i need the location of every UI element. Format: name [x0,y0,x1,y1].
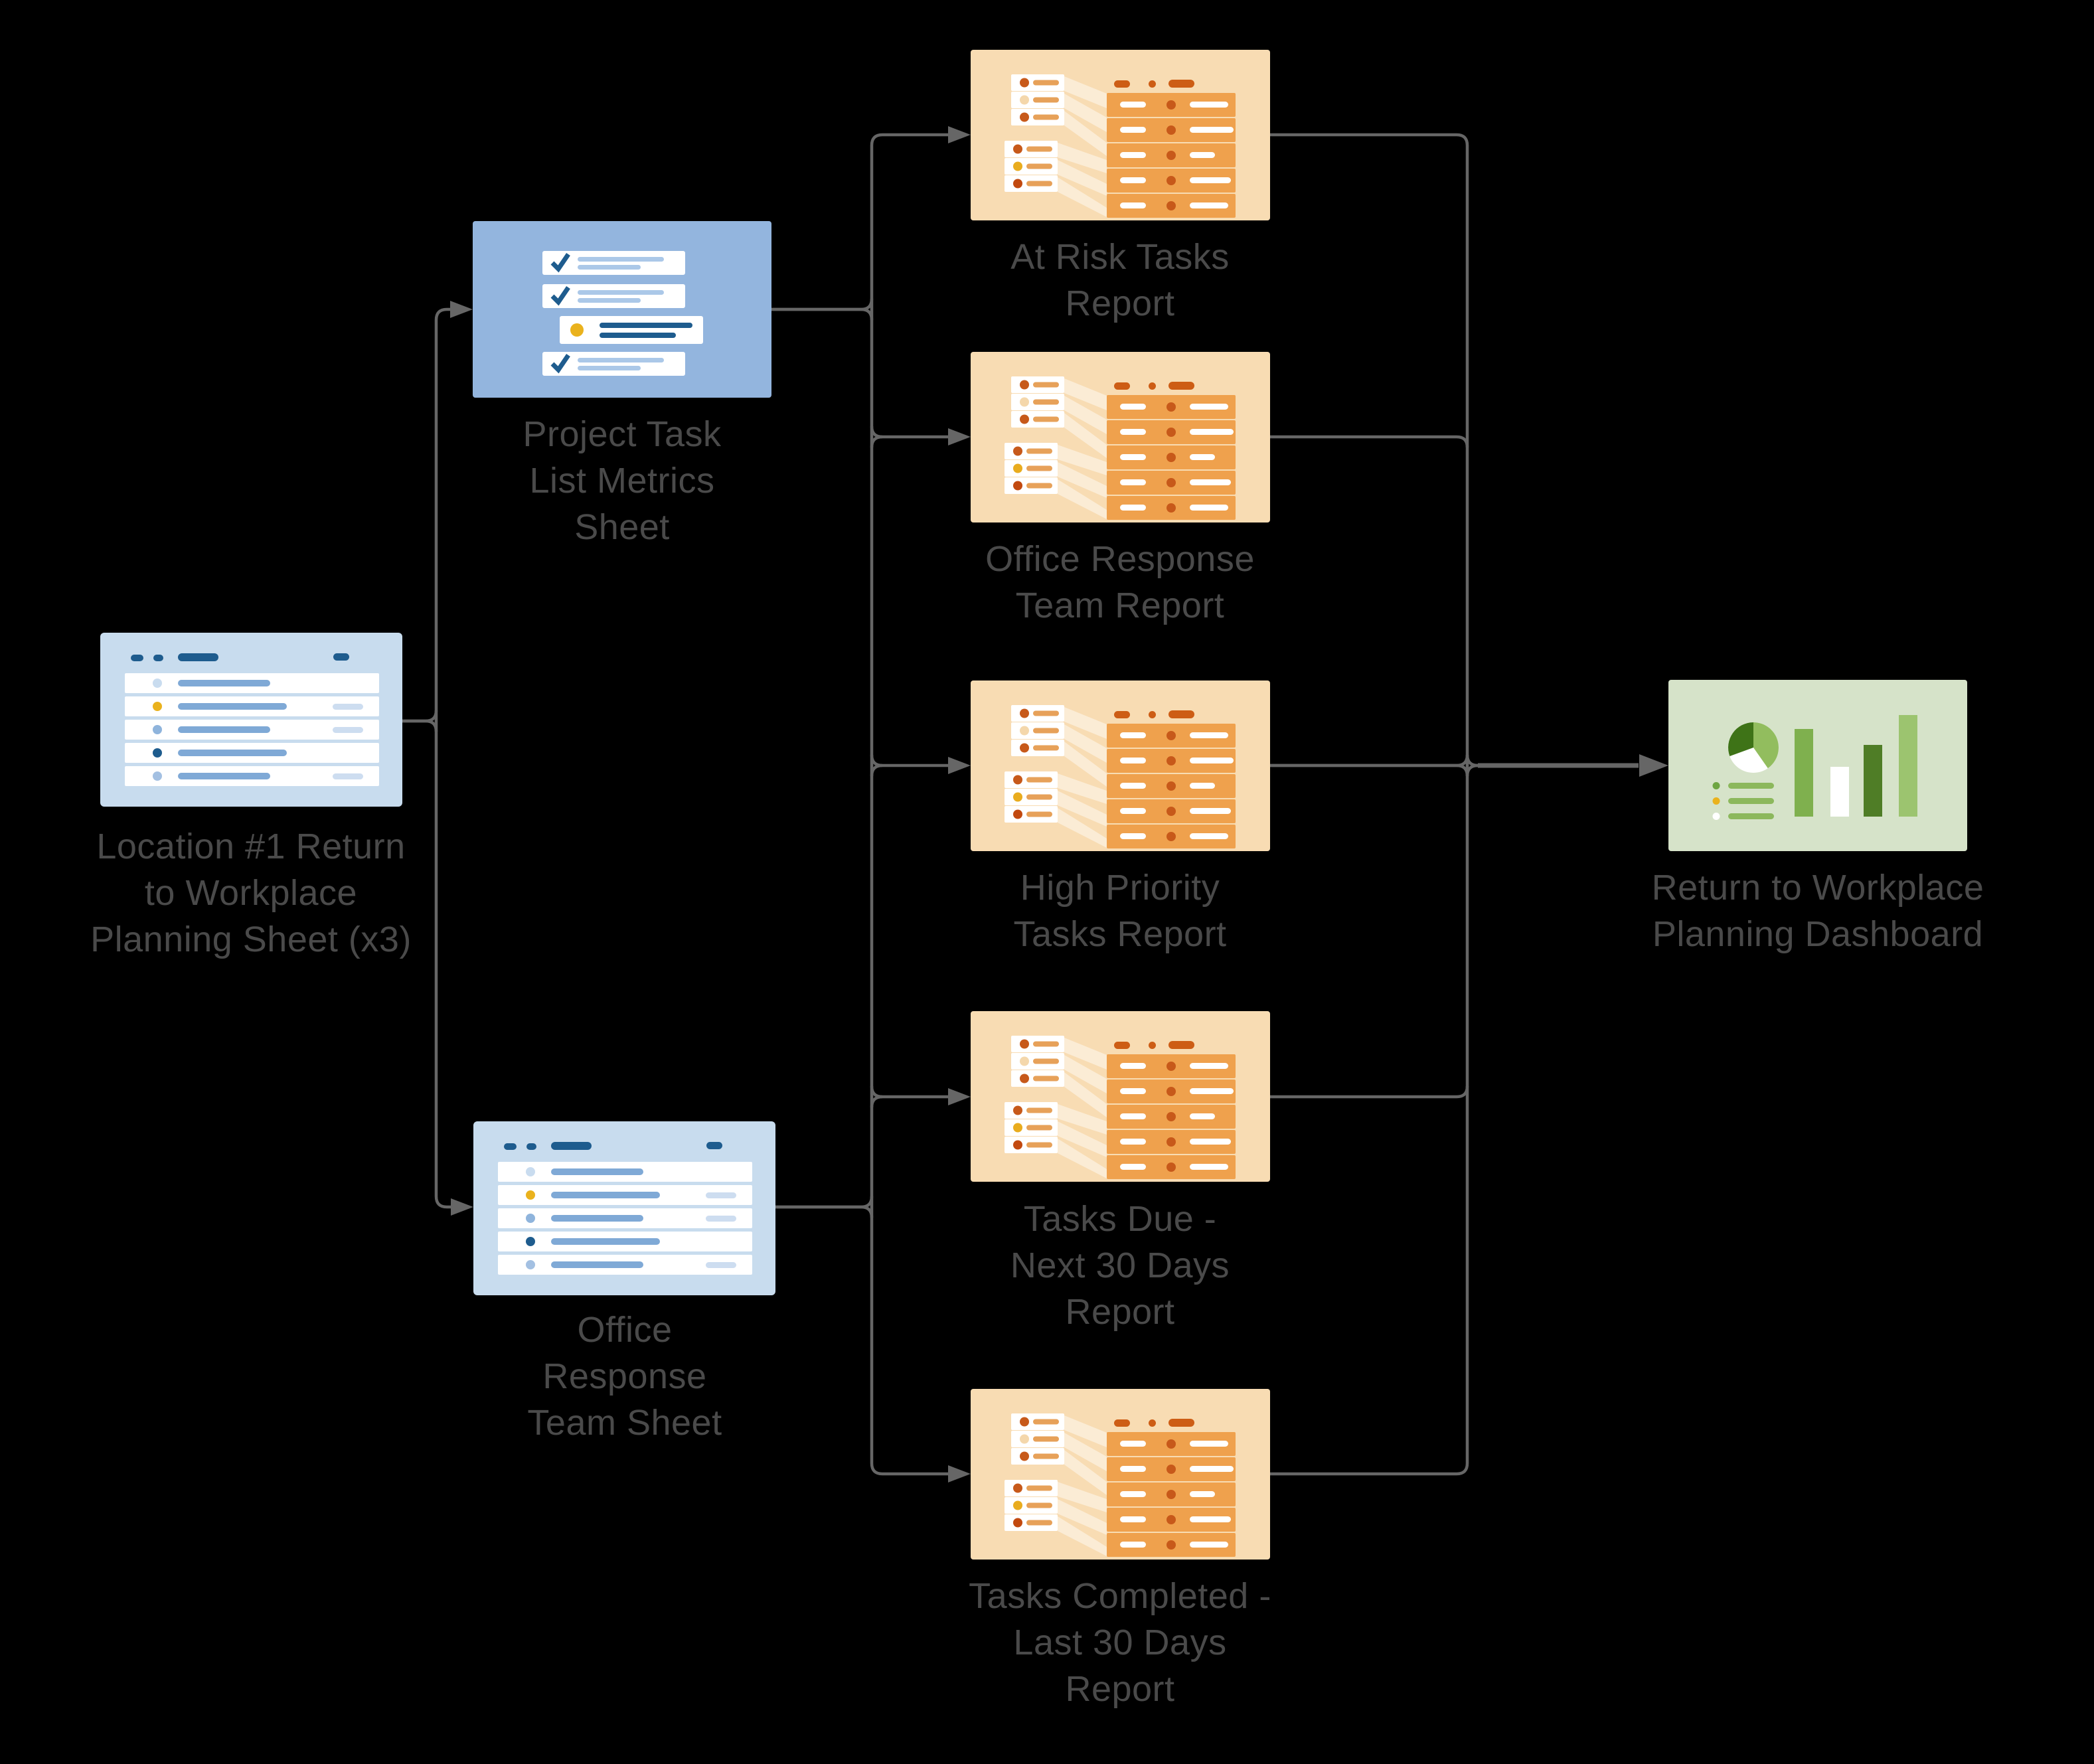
label-line: Sheet [574,507,670,547]
checklist-row [542,352,685,376]
label-tasks-completed-report: Tasks Completed - Last 30 Days Report [868,1573,1372,1712]
node-location-sheet-icon [100,633,402,807]
label-high-priority-report: High Priority Tasks Report [868,864,1372,957]
node-tasks-due-report-icon [971,1011,1270,1182]
label-line: Last 30 Days [1013,1623,1227,1662]
arrowhead [948,428,971,445]
connector-lines [402,133,1639,1476]
label-line: Next 30 Days [1010,1245,1230,1285]
label-location-sheet: Location #1 Return to Workplace Planning… [0,823,503,963]
label-line: Planning Sheet (x3) [90,920,412,959]
label-line: to Workplace [144,873,358,913]
bar-chart-icon [1795,715,1917,817]
arrowhead [948,1088,971,1105]
node-high-priority-report-icon [971,681,1270,851]
label-line: Team Report [1015,586,1225,625]
node-office-team-sheet-icon [473,1121,775,1295]
node-dashboard-icon [1668,680,1967,851]
arrowhead [1639,754,1668,777]
label-line: Office [577,1310,673,1350]
label-line: Tasks Completed - [969,1576,1271,1616]
checklist-row [542,284,685,308]
node-office-team-report-icon [971,352,1270,522]
label-project-task-sheet: Project Task List Metrics Sheet [370,411,874,550]
label-line: High Priority [1020,868,1220,908]
arrowhead [948,126,971,143]
label-office-team-sheet: Office Response Team Sheet [372,1307,877,1446]
arrowhead [450,301,473,318]
dashboard-background [1668,680,1967,851]
checklist-row [542,251,685,275]
label-line: List Metrics [529,461,715,501]
pie-chart-icon [1728,722,1779,773]
node-tasks-completed-report-icon [971,1389,1270,1560]
arrowhead [948,1465,971,1483]
label-line: Report [1065,1669,1175,1709]
node-at-risk-report-icon [971,50,1270,220]
label-line: At Risk Tasks [1010,237,1230,277]
label-line: Tasks Due - [1023,1199,1217,1239]
label-at-risk-report: At Risk Tasks Report [868,234,1372,327]
label-dashboard: Return to Workplace Planning Dashboard [1566,864,2070,957]
arrowheads [450,126,1668,1483]
label-line: Tasks Report [1013,914,1227,954]
label-line: Response [542,1356,707,1396]
label-line: Project Task [523,414,722,454]
arrowhead [948,757,971,774]
checklist-row-active [560,316,703,344]
label-line: Report [1065,1292,1175,1332]
label-line: Planning Dashboard [1652,914,1984,954]
label-line: Location #1 Return [96,827,406,866]
arrowhead [451,1198,473,1216]
label-line: Return to Workplace [1651,868,1984,908]
bullet-list-icon [1712,782,1774,820]
checkmark-icon [550,253,570,273]
label-tasks-due-report: Tasks Due - Next 30 Days Report [868,1196,1372,1335]
label-line: Team Sheet [527,1403,722,1443]
status-dot [570,323,584,337]
label-line: Office Response [985,539,1255,579]
node-project-task-sheet-icon [473,221,771,398]
checkmark-icon [550,354,570,374]
label-office-team-report: Office Response Team Report [868,536,1372,629]
label-line: Report [1065,283,1175,323]
checkmark-icon [550,286,570,306]
